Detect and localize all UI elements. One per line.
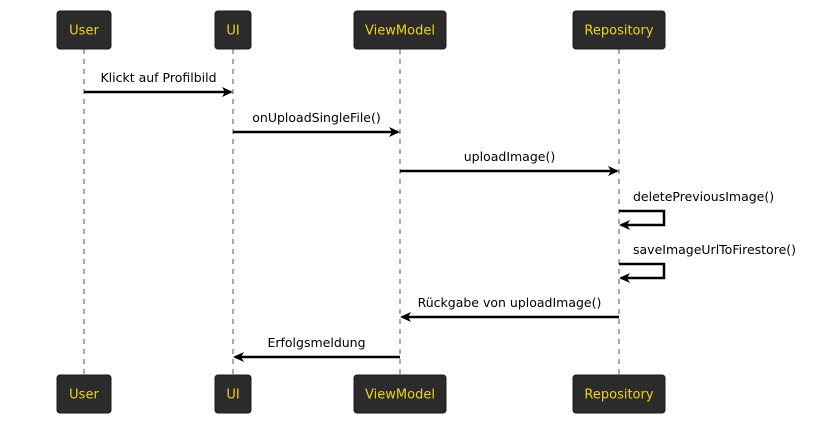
participant-label: User <box>69 388 99 403</box>
participant-label: ViewModel <box>365 388 435 403</box>
message-label: Rückgabe von uploadImage() <box>418 295 602 310</box>
participant-box <box>56 10 112 50</box>
participant-label: Repository <box>584 24 653 39</box>
message-line <box>619 262 666 280</box>
message-label: uploadImage() <box>464 149 555 164</box>
arrowhead <box>619 220 630 230</box>
participant-box <box>214 374 252 414</box>
message-3: uploadImage() <box>400 149 619 176</box>
message-line <box>619 209 666 227</box>
message-5: saveImageUrlToFirestore() <box>619 242 796 283</box>
message-4: deletePreviousImage() <box>619 189 774 230</box>
participant-box <box>56 374 112 414</box>
arrowhead <box>222 87 233 97</box>
message-6: Rückgabe von uploadImage() <box>400 295 619 322</box>
participant-user-bottom: User <box>56 374 112 414</box>
participant-box <box>353 374 447 414</box>
arrowhead <box>608 166 619 176</box>
message-7: Erfolgsmeldung <box>233 335 400 362</box>
message-label: Erfolgsmeldung <box>267 335 365 350</box>
message-2: onUploadSingleFile() <box>233 110 400 137</box>
participant-label: ViewModel <box>365 24 435 39</box>
participant-label: UI <box>226 24 239 39</box>
participant-user-top: User <box>56 10 112 50</box>
participant-viewmodel-bottom: ViewModel <box>353 374 447 414</box>
participant-ui-top: UI <box>214 10 252 50</box>
participant-box <box>353 10 447 50</box>
message-label: onUploadSingleFile() <box>252 110 380 125</box>
participant-label: User <box>69 24 99 39</box>
message-1: Klickt auf Profilbild <box>84 70 233 97</box>
participant-repository-bottom: Repository <box>572 374 666 414</box>
participant-ui-bottom: UI <box>214 374 252 414</box>
participant-label: UI <box>226 388 239 403</box>
arrowhead <box>400 312 411 322</box>
participant-repository-top: Repository <box>572 10 666 50</box>
arrowhead <box>389 127 400 137</box>
message-label: Klickt auf Profilbild <box>100 70 216 85</box>
participant-label: Repository <box>584 388 653 403</box>
participant-box <box>572 374 666 414</box>
message-label: deletePreviousImage() <box>633 189 774 204</box>
participant-viewmodel-top: ViewModel <box>353 10 447 50</box>
message-label: saveImageUrlToFirestore() <box>633 242 796 257</box>
arrowhead <box>233 352 244 362</box>
arrowhead <box>619 273 630 283</box>
participant-box <box>572 10 666 50</box>
participant-box <box>214 10 252 50</box>
